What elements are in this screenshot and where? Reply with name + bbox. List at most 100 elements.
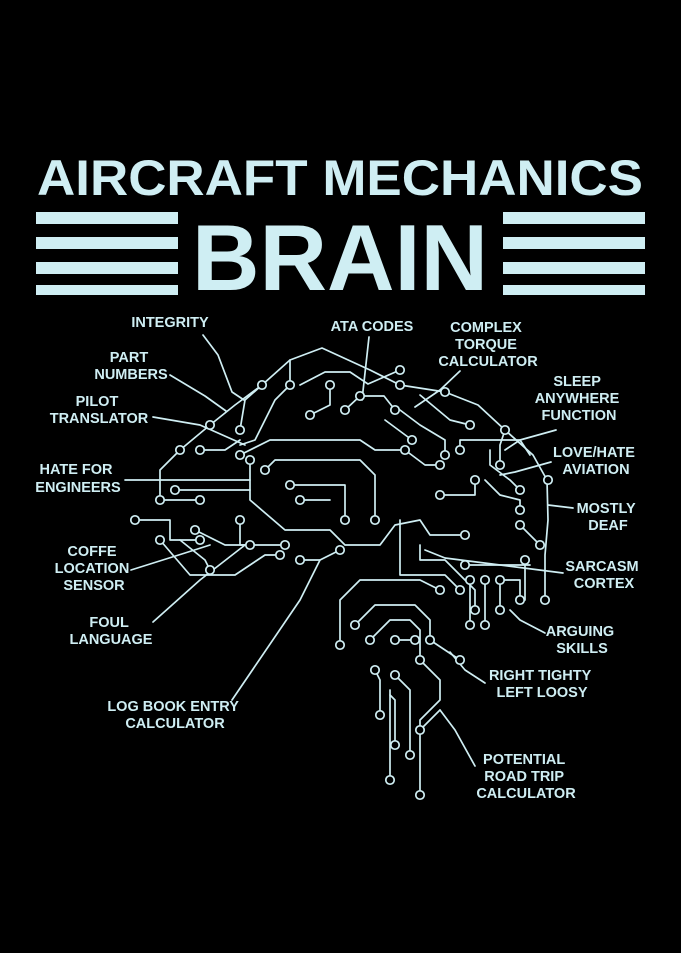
circuit-node	[434, 584, 446, 596]
circuit-node	[174, 444, 186, 456]
labels: INTEGRITY ATA CODES COMPLEX TORQUE CALCU…	[35, 315, 642, 802]
circuit-node	[279, 539, 291, 551]
circuit-node	[414, 789, 426, 801]
circuit-node	[339, 404, 351, 416]
label-ata-codes: ATA CODES	[331, 319, 414, 335]
circuit-node	[154, 534, 166, 546]
circuit-node	[259, 464, 271, 476]
circuit-node	[424, 634, 436, 646]
circuit-node	[439, 386, 451, 398]
circuit-node	[354, 390, 366, 402]
circuit-node	[234, 514, 246, 526]
circuit-node	[369, 664, 381, 676]
circuit-node	[404, 749, 416, 761]
circuit-node	[189, 524, 201, 536]
circuit-node	[334, 544, 346, 556]
label-part-numbers: PART NUMBERS	[94, 350, 168, 383]
circuit-node	[194, 444, 206, 456]
label-arguing-skills: ARGUING SKILLS	[546, 624, 619, 657]
circuit-node	[434, 459, 446, 471]
circuit-node	[284, 479, 296, 491]
circuit-node	[454, 584, 466, 596]
circuit-node	[194, 534, 206, 546]
circuit-node	[514, 519, 526, 531]
circuit-node	[409, 634, 421, 646]
title-line-1: AIRCRAFT MECHANICS	[37, 150, 643, 206]
circuit-node	[274, 549, 286, 561]
circuit-node	[464, 574, 476, 586]
label-hate-for-engineers: HATE FOR ENGINEERS	[35, 462, 121, 496]
label-leader-lines	[124, 334, 574, 767]
circuit-node	[514, 504, 526, 516]
circuit-node	[464, 419, 476, 431]
label-mostly-deaf: MOSTLY DEAF	[577, 501, 640, 534]
circuit-node	[469, 474, 481, 486]
circuit-node	[542, 474, 554, 486]
label-log-book-entry-calculator: LOG BOOK ENTRY CALCULATOR	[107, 699, 242, 732]
circuit-node	[204, 419, 216, 431]
circuit-node	[304, 409, 316, 421]
circuit-node	[339, 514, 351, 526]
circuit-node	[294, 554, 306, 566]
circuit-node	[389, 634, 401, 646]
label-potential-road-trip-calculator: POTENTIAL ROAD TRIP CALCULATOR	[476, 752, 576, 802]
circuit-node	[394, 379, 406, 391]
circuit-node	[494, 574, 506, 586]
left-stripes	[36, 212, 178, 295]
circuit-node	[129, 514, 141, 526]
circuit-node	[519, 554, 531, 566]
circuit-node	[479, 574, 491, 586]
circuit-node	[374, 709, 386, 721]
circuit-node	[294, 494, 306, 506]
circuit-node	[169, 484, 181, 496]
circuit-node	[394, 364, 406, 376]
circuit-node	[414, 654, 426, 666]
circuit-node	[399, 444, 411, 456]
circuit-node	[414, 724, 426, 736]
circuit-node	[234, 424, 246, 436]
circuit-node	[454, 654, 466, 666]
label-sleep-anywhere-function: SLEEP ANYWHERE FUNCTION	[535, 374, 624, 424]
circuit-node	[534, 539, 546, 551]
circuit-node	[389, 669, 401, 681]
circuit-node	[406, 434, 418, 446]
circuit-nodes	[129, 364, 554, 801]
circuit-node	[514, 484, 526, 496]
right-stripes	[503, 212, 645, 295]
circuit-node	[389, 739, 401, 751]
circuit-node	[439, 449, 451, 461]
circuit-node	[514, 594, 526, 606]
circuit-node	[256, 379, 268, 391]
circuit-node	[454, 444, 466, 456]
circuit-node	[539, 594, 551, 606]
label-right-tighty-left-loosy: RIGHT TIGHTY LEFT LOOSY	[489, 668, 595, 701]
circuit-node	[154, 494, 166, 506]
label-coffe-location-sensor: COFFE LOCATION SENSOR	[55, 544, 134, 594]
circuit-node	[494, 459, 506, 471]
label-integrity: INTEGRITY	[131, 315, 209, 331]
circuit-node	[194, 494, 206, 506]
circuit-node	[349, 619, 361, 631]
circuit-node	[499, 424, 511, 436]
circuit-node	[364, 634, 376, 646]
title-line-2: BRAIN	[192, 205, 488, 310]
circuit-node	[459, 529, 471, 541]
label-sarcasm-cortex: SARCASM CORTEX	[565, 559, 642, 592]
label-complex-torque-calculator: COMPLEX TORQUE CALCULATOR	[438, 320, 538, 370]
label-love-hate-aviation: LOVE/HATE AVIATION	[553, 445, 639, 478]
circuit-node	[434, 489, 446, 501]
circuit-node	[284, 379, 296, 391]
label-foul-language: FOUL LANGUAGE	[70, 615, 153, 648]
circuit-node	[244, 539, 256, 551]
circuit-node	[494, 604, 506, 616]
circuit-node	[204, 564, 216, 576]
circuit-node	[244, 454, 256, 466]
circuit-node	[369, 514, 381, 526]
circuit-node	[324, 379, 336, 391]
circuit-node	[479, 619, 491, 631]
label-pilot-translator: PILOT TRANSLATOR	[50, 394, 149, 427]
circuit-node	[464, 619, 476, 631]
circuit-node	[334, 639, 346, 651]
